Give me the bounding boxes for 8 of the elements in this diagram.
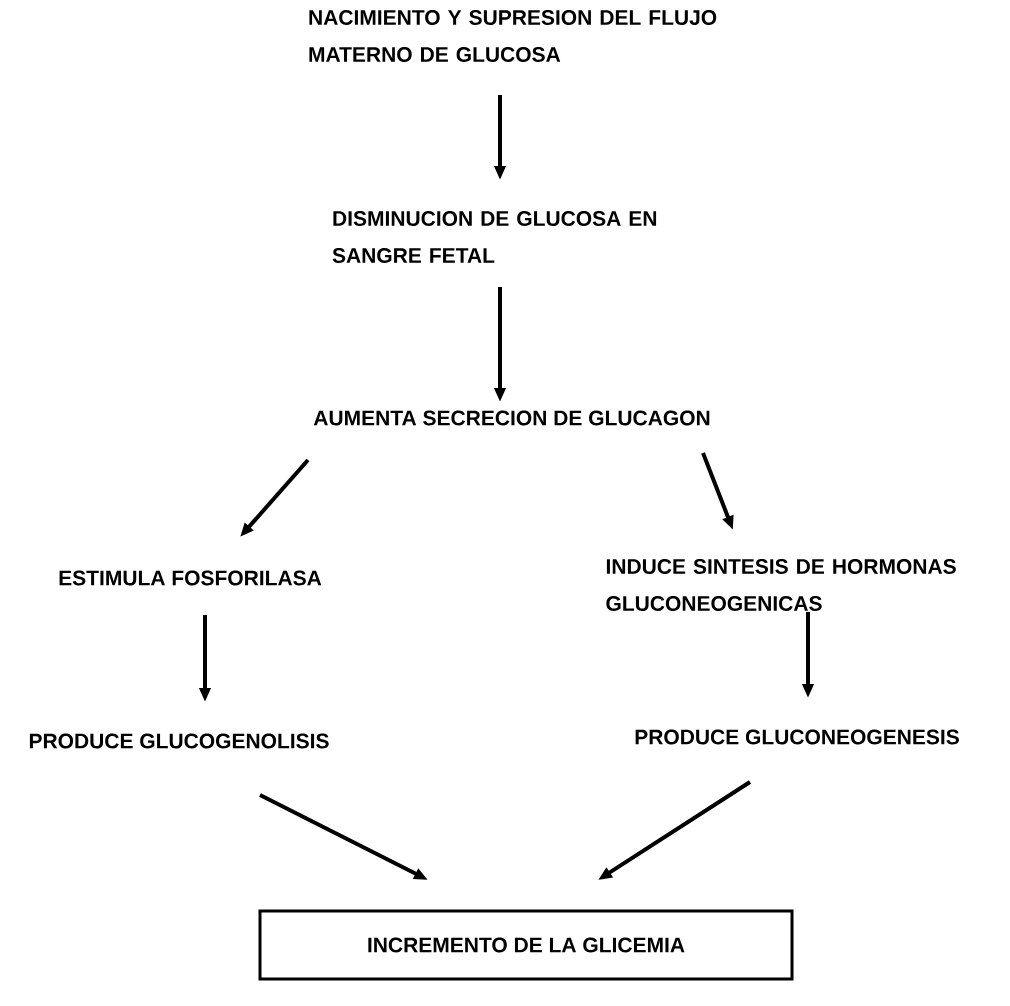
text-label: NACIMIENTO Y SUPRESION DEL FLUJO MATERNO DE GLUCOSA bbox=[309, 10, 717, 62]
text-label: PRODUCE GLUCOGENOLISIS bbox=[29, 733, 329, 749]
text-label: INDUCE SINTESIS DE HORMONAS GLUCONEOGENICAS bbox=[606, 559, 956, 611]
text-label: DISMINUCION DE GLUCOSA EN SANGRE FETAL bbox=[332, 211, 657, 263]
result-box: INCREMENTO DE LA GLICEMIA bbox=[258, 909, 794, 981]
text-label: ESTIMULA FOSFORILASA bbox=[59, 570, 322, 586]
text-label: PRODUCE GLUCONEOGENESIS bbox=[635, 729, 959, 745]
text-label: AUMENTA SECRECION DE GLUCAGON bbox=[313, 410, 710, 426]
